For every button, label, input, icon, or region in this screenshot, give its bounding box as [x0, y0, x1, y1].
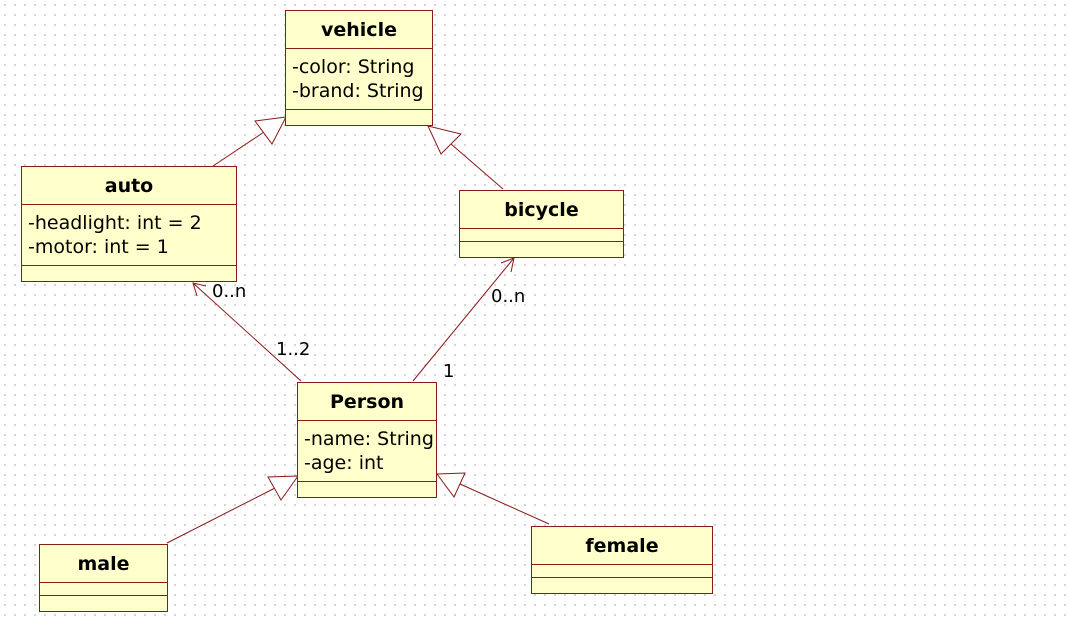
class-auto[interactable]: auto -headlight: int = 2 -motor: int = 1: [21, 166, 237, 282]
class-person-attributes: -name: String -age: int: [298, 421, 436, 482]
generalization-female-person[interactable]: [436, 472, 550, 525]
class-male[interactable]: male: [39, 544, 168, 612]
generalization-auto-vehicle[interactable]: [212, 116, 287, 167]
association-person-auto[interactable]: [192, 282, 302, 382]
multiplicity-person-bicycle-end: 1: [443, 361, 455, 382]
class-person-name: Person: [298, 383, 436, 421]
class-auto-attributes: -headlight: int = 2 -motor: int = 1: [22, 205, 236, 266]
generalization-male-person[interactable]: [166, 475, 299, 544]
generalization-bicycle-vehicle[interactable]: [427, 125, 504, 190]
multiplicity-person-auto-end: 1..2: [276, 339, 311, 360]
class-vehicle-attributes: -color: String -brand: String: [286, 49, 432, 110]
class-female-attributes: [532, 565, 712, 578]
attribute-headlight: -headlight: int = 2: [28, 212, 202, 234]
multiplicity-auto-end: 0..n: [212, 281, 247, 302]
class-vehicle[interactable]: vehicle -color: String -brand: String: [285, 10, 433, 126]
class-female-name: female: [532, 527, 712, 565]
class-person[interactable]: Person -name: String -age: int: [297, 382, 437, 498]
attribute-name: -name: String: [304, 428, 434, 450]
class-auto-name: auto: [22, 167, 236, 205]
attribute-age: -age: int: [304, 452, 384, 474]
attribute-color: -color: String: [292, 56, 415, 78]
association-person-bicycle[interactable]: [412, 257, 515, 382]
class-female[interactable]: female: [531, 526, 713, 594]
class-bicycle[interactable]: bicycle: [459, 190, 624, 258]
class-vehicle-name: vehicle: [286, 11, 432, 49]
class-bicycle-name: bicycle: [460, 191, 623, 229]
attribute-motor: -motor: int = 1: [28, 236, 169, 258]
class-bicycle-attributes: [460, 229, 623, 242]
class-male-attributes: [40, 583, 167, 596]
attribute-brand: -brand: String: [292, 80, 424, 102]
multiplicity-bicycle-end: 0..n: [491, 286, 526, 307]
class-male-name: male: [40, 545, 167, 583]
